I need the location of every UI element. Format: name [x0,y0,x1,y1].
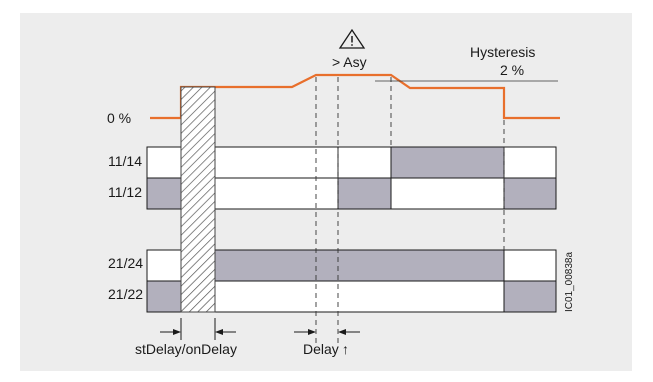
figure-id: IC01_00838a [564,252,575,312]
relay-label-21-24: 21/24 [108,255,143,271]
relay-label-21-22: 21/22 [108,286,143,302]
relay-label-11-14: 11/14 [108,153,142,169]
zero-percent-label: 0 % [107,110,131,126]
relay-segment-11-14-0 [146,146,182,179]
relay-segment-21-22-0 [146,280,182,313]
relay-segment-11-14-3 [390,146,505,179]
relay-segment-11-12-4 [503,177,557,210]
relay-segment-11-12-0 [146,177,182,210]
relay-segment-11-12-2 [337,177,392,210]
relay-segment-11-14-2 [337,146,392,179]
relay-segment-21-24-0 [146,249,182,282]
stdelay-label: stDelay/onDelay [135,341,237,357]
startup-delay-hatch [180,86,216,313]
warning-triangle-icon [338,28,366,49]
delay-label: Delay [303,341,339,357]
relay-segment-21-22-2 [503,280,557,313]
relay-segment-21-24-1 [214,249,505,282]
relay-segment-11-14-1 [214,146,339,179]
relay-segment-11-14-4 [503,146,557,179]
delay-arrow: ↑ [342,341,349,357]
relay-segment-21-22-1 [214,280,505,313]
hysteresis-label: Hysteresis [470,44,535,60]
relay-segment-11-12-1 [214,177,339,210]
relay-label-11-12: 11/12 [108,184,142,200]
dashed-markers [315,77,505,345]
relay-rows [146,146,557,313]
relay-segment-11-12-3 [390,177,505,210]
asymmetry-label: > Asy [332,54,367,70]
timing-arrowheads [173,329,346,335]
hysteresis-value: 2 % [500,62,524,78]
relay-segment-21-24-2 [503,249,557,282]
